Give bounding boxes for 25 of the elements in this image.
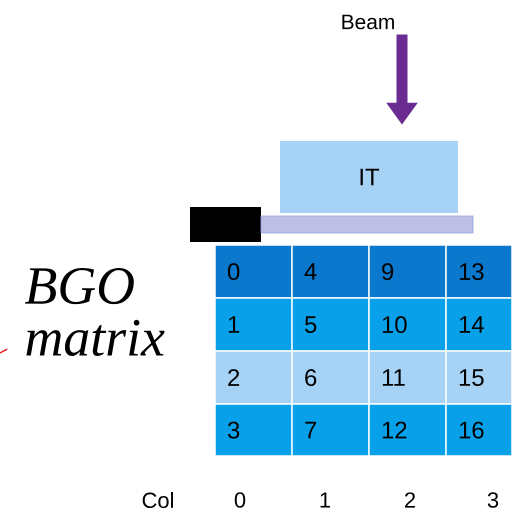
- matrix-cell: 1: [214, 297, 293, 352]
- matrix-cell: 3: [214, 403, 293, 457]
- column-number: 1: [320, 492, 330, 508]
- column-number: 2: [405, 492, 415, 508]
- matrix-cell: 2: [214, 350, 293, 405]
- leader-line: [0, 348, 8, 354]
- matrix-cell: 10: [368, 297, 447, 352]
- matrix-cell: 16: [445, 403, 513, 457]
- matrix-cell: 12: [368, 403, 447, 457]
- matrix-cell: 15: [445, 350, 513, 405]
- axis-title: Col: [142, 492, 173, 508]
- matrix-cell: 9: [368, 244, 447, 299]
- matrix-cell: 5: [291, 297, 370, 352]
- matrix-cell: 4: [291, 244, 370, 299]
- matrix-cell: 7: [291, 403, 370, 457]
- matrix-label: BGO matrix: [25, 268, 165, 356]
- target-box: IT: [280, 141, 458, 213]
- matrix-cell: 0: [214, 244, 293, 299]
- column-number: 3: [488, 492, 498, 508]
- matrix-cell: 11: [368, 350, 447, 405]
- matrix-cell: 6: [291, 350, 370, 405]
- column-number: 0: [234, 492, 246, 508]
- beam-label: Beam: [342, 14, 394, 30]
- matrix-cell: 14: [445, 297, 513, 352]
- matrix-cell: 13: [445, 244, 513, 299]
